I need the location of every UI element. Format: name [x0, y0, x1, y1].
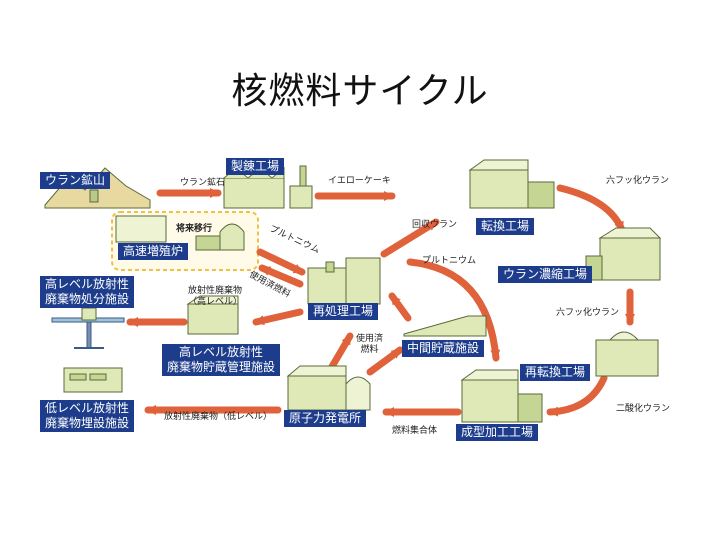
label-power-plant: 原子力発電所 — [284, 410, 367, 427]
flow-label-uranium-ore: ウラン鉱石 — [180, 178, 226, 188]
label-enrichment-plant: ウラン濃縮工場 — [498, 266, 593, 283]
conversion-plant-illustration — [468, 159, 555, 209]
diagram-title: 核燃料サイクル — [231, 71, 489, 112]
label-conversion-plant: 転換工場 — [476, 218, 535, 235]
label-hlw-storage-line1: 高レベル放射性 — [179, 345, 264, 359]
label-hlw-storage: 高レベル放射性 廃棄物貯蔵管理施設 — [162, 344, 281, 376]
flow-label-uo2: 二酸化ウラン — [616, 404, 671, 414]
arrow-powerplant-to-reprocessing — [326, 332, 354, 374]
label-fabrication-plant: 成型加工工場 — [456, 424, 539, 441]
fast-breeder-illustration — [115, 215, 245, 251]
label-llw-disposal: 低レベル放射性 廃棄物埋設施設 — [40, 400, 135, 432]
flow-label-future: 将来移行 — [176, 224, 213, 234]
flow-label-plutonium-2: プルトニウム — [422, 256, 477, 266]
flow-label-spent-fuel-1-line2: 燃料 — [360, 345, 379, 355]
hlw-storage-illustration — [186, 295, 239, 335]
flow-label-fuel-assembly: 燃料集合体 — [392, 426, 438, 436]
flow-arrows — [126, 184, 635, 417]
enrichment-plant-illustration — [585, 227, 662, 281]
label-refining-plant: 製錬工場 — [226, 158, 285, 175]
reprocessing-plant-illustration — [307, 257, 381, 305]
arrow-reprocessing-to-fabrication — [406, 258, 501, 362]
flow-label-hlw-line1: 放射性廃棄物 — [188, 286, 243, 296]
arrow-reconversion-to-fabrication — [546, 374, 608, 417]
flow-label-spent-fuel-1: 使用済 燃料 — [356, 334, 383, 356]
interim-storage-illustration — [403, 315, 487, 337]
label-llw-disposal-line1: 低レベル放射性 — [45, 401, 130, 415]
fabrication-plant-illustration — [460, 369, 543, 423]
flow-label-yellowcake: イエローケーキ — [328, 176, 391, 186]
flow-label-hlw: 放射性廃棄物 （高レベル） — [188, 286, 242, 308]
label-reconversion-plant: 再転換工場 — [520, 364, 591, 381]
flow-label-uf6-2: 六フッ化ウラン — [556, 308, 620, 318]
label-interim-storage: 中間貯蔵施設 — [402, 340, 485, 357]
arrow-fbr-to-reprocessing — [256, 248, 306, 276]
label-uranium-mine: ウラン鉱山 — [40, 172, 111, 189]
label-llw-disposal-line2: 廃棄物埋設施設 — [45, 416, 130, 430]
arrow-reprocessing-to-hlwstorage — [252, 308, 304, 326]
flow-label-recovered-uranium: 回収ウラン — [412, 220, 458, 230]
arrow-conversion-to-enrichment — [556, 184, 626, 234]
label-hlw-disposal-line2: 廃棄物処分施設 — [45, 292, 130, 306]
flow-label-uf6-1: 六フッ化ウラン — [606, 176, 670, 186]
label-reprocessing-plant: 再処理工場 — [308, 303, 379, 320]
label-fast-breeder: 高速増殖炉 — [118, 243, 189, 260]
hlw-disposal-illustration — [51, 307, 125, 349]
flow-label-hlw-line2: （高レベル） — [188, 297, 243, 307]
arrow-reprocessing-to-conversion — [380, 218, 440, 258]
arrow-powerplant-to-interim — [366, 346, 404, 376]
arrow-reprocessing-to-fbr — [258, 264, 304, 288]
flow-label-spent-fuel-1-line1: 使用済 — [356, 334, 384, 344]
llw-disposal-illustration — [63, 367, 123, 393]
flow-label-llw: 放射性廃棄物（低レベル） — [164, 412, 273, 422]
reconversion-plant-illustration — [595, 331, 659, 377]
label-hlw-disposal: 高レベル放射性 廃棄物処分施設 — [40, 276, 135, 308]
label-hlw-storage-line2: 廃棄物貯蔵管理施設 — [167, 360, 276, 374]
arrow-interim-to-reprocessing — [388, 292, 412, 322]
label-hlw-disposal-line1: 高レベル放射性 — [45, 277, 130, 291]
power-plant-illustration — [286, 365, 371, 411]
